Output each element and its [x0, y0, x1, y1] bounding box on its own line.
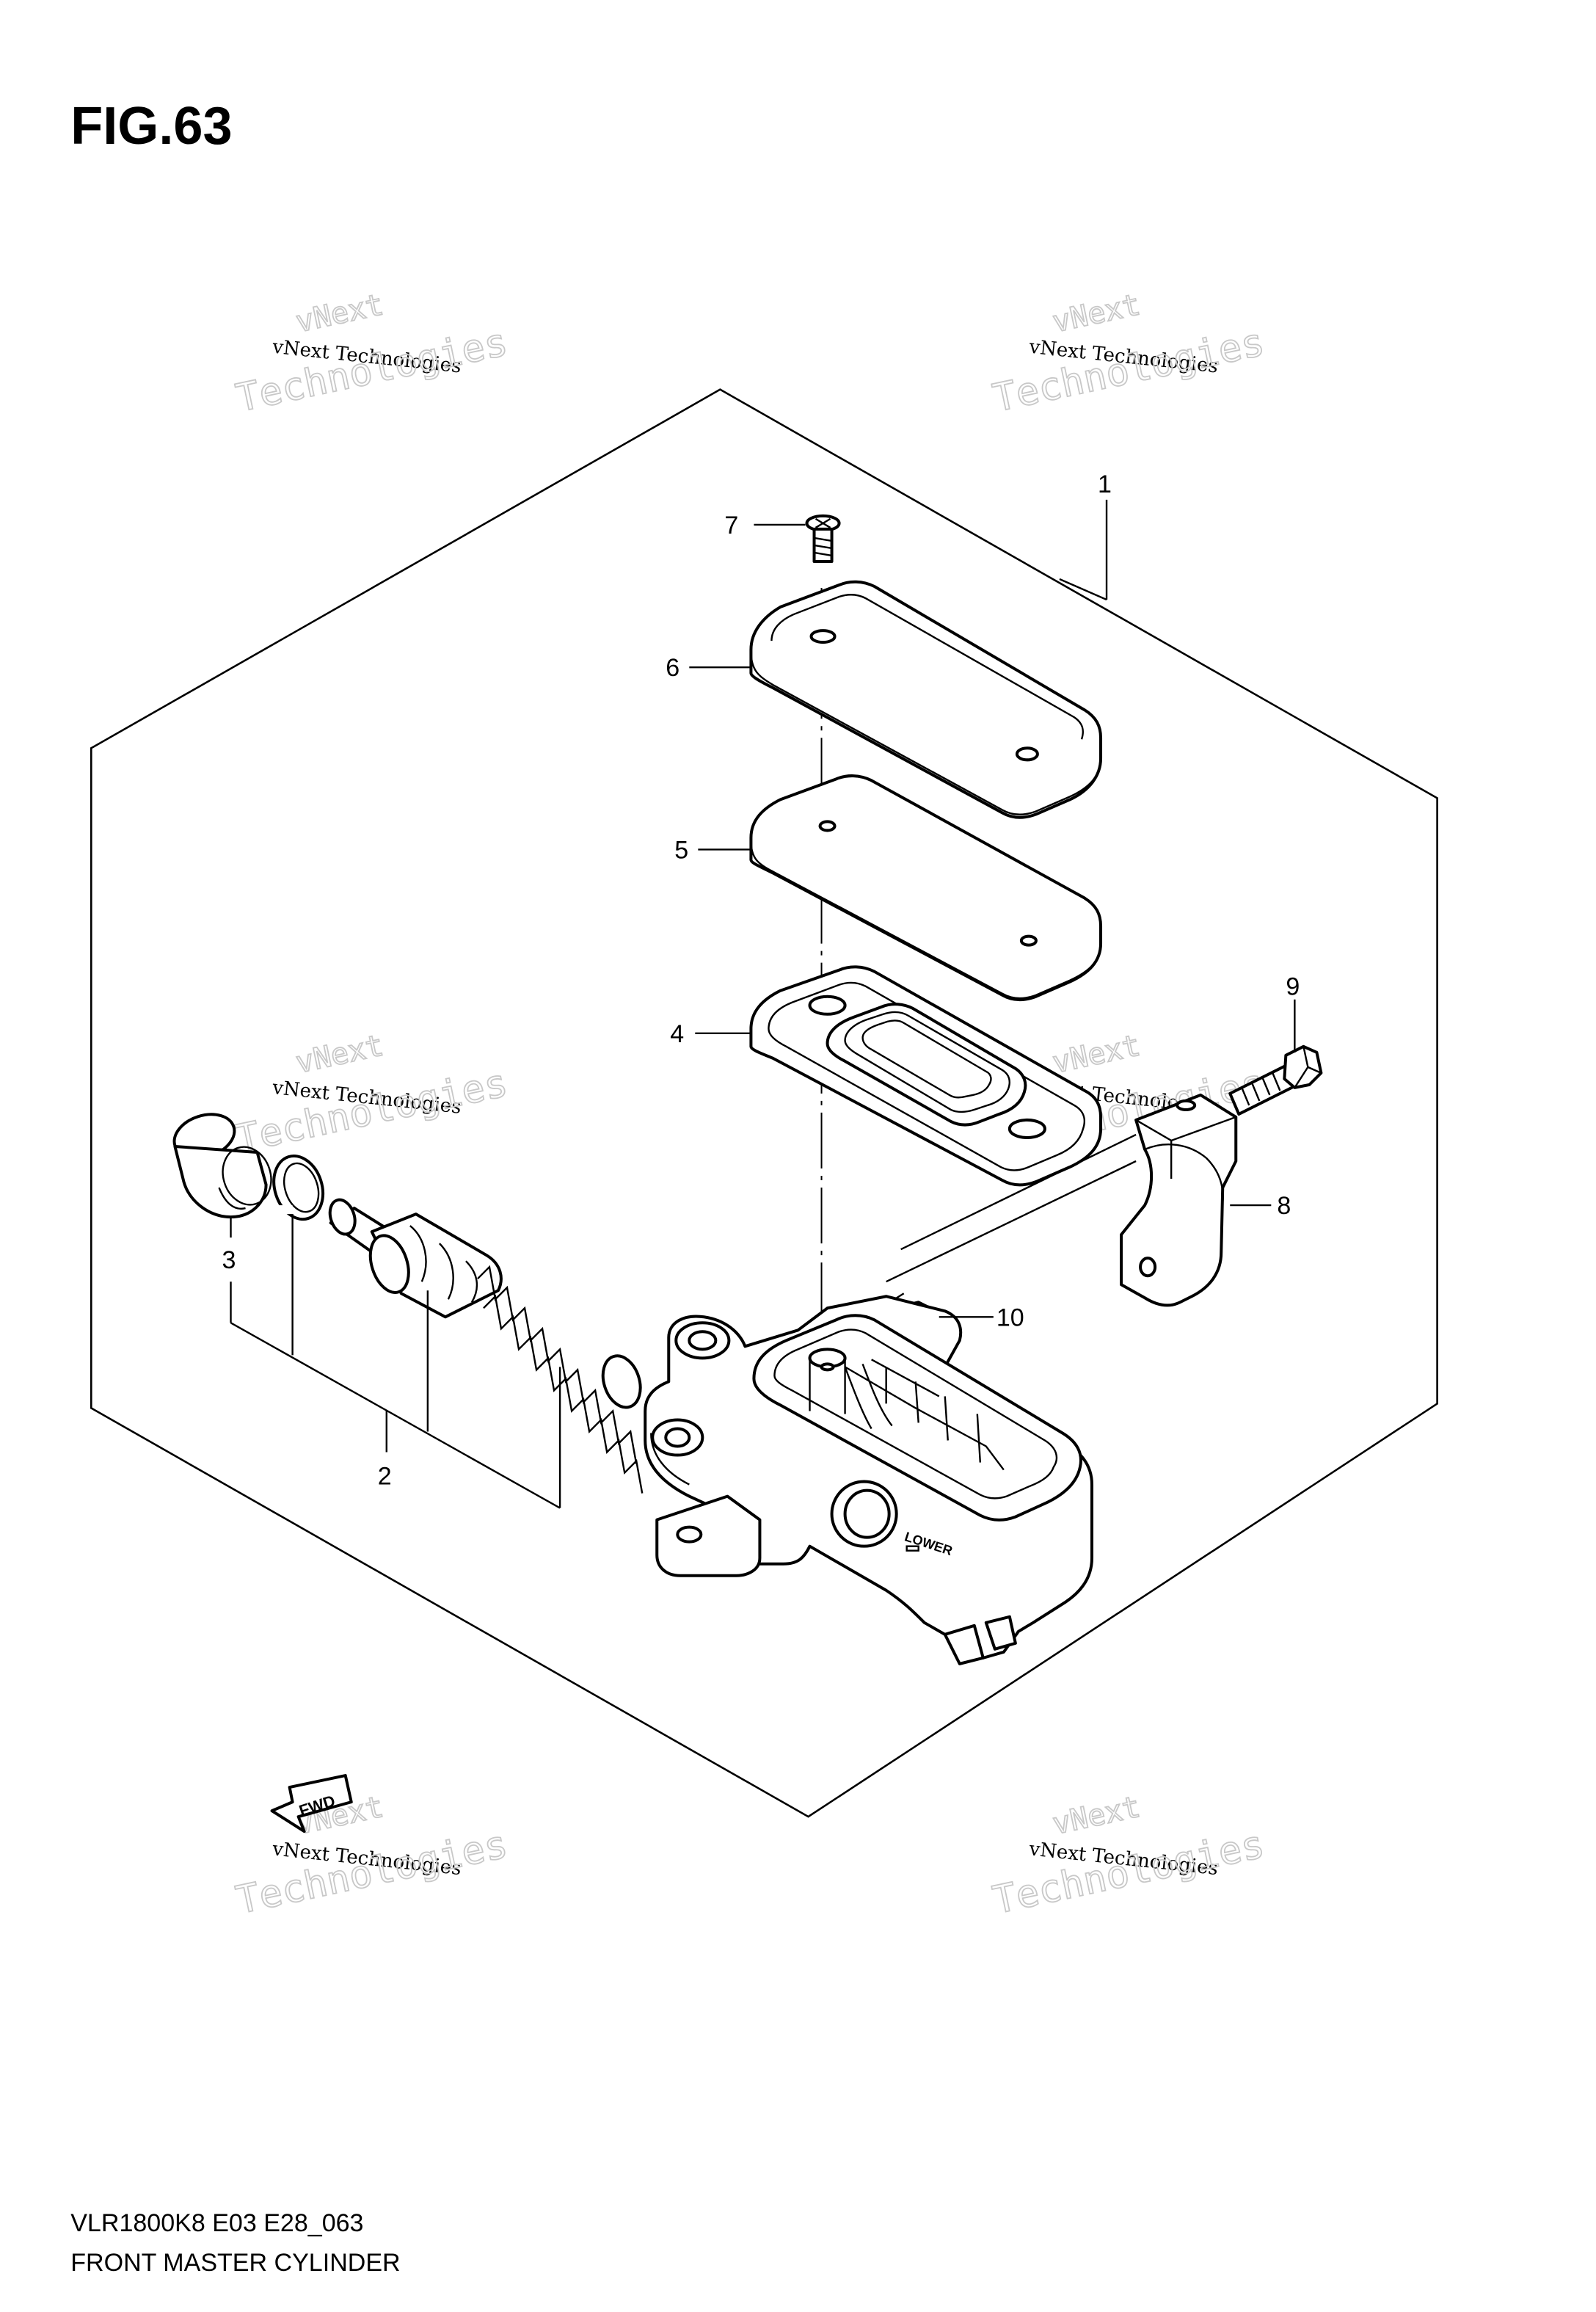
callout-leader-lines: [230, 499, 1296, 1509]
callout-6: 6: [666, 654, 679, 682]
page-background: [4, 0, 1592, 2312]
part-circlip: [272, 1154, 325, 1221]
part-clamp-holder: [1120, 1093, 1238, 1307]
part-diaphragm-plate: [749, 774, 1103, 1001]
callout-1: 1: [1098, 470, 1112, 498]
fwd-direction-arrow: FWD: [270, 1774, 353, 1833]
part-reservoir-cap: [749, 580, 1103, 819]
assembly-link-line: [886, 1160, 1137, 1283]
part-master-cylinder-body: LOWER: [644, 1295, 1094, 1665]
figure-caption: FRONT MASTER CYLINDER: [70, 2249, 400, 2277]
callout-4: 4: [670, 1020, 684, 1048]
callout-7: 7: [724, 512, 738, 539]
part-diaphragm: [749, 965, 1103, 1187]
callout-5: 5: [674, 836, 688, 864]
figure-title: FIG.63: [70, 97, 232, 156]
part-piston-assembly: [172, 1113, 644, 1494]
callout-10: 10: [996, 1304, 1024, 1331]
model-code-text: VLR1800K8 E03 E28_063: [70, 2209, 363, 2237]
part-spring: [477, 1265, 644, 1494]
callout-9: 9: [1286, 973, 1300, 1001]
part-screw: [805, 514, 841, 563]
callout-3: 3: [222, 1246, 236, 1274]
callout-2: 2: [378, 1463, 392, 1491]
assembly-link-line: [900, 1133, 1137, 1251]
part-bolt: [1228, 1044, 1323, 1116]
callout-8: 8: [1277, 1192, 1291, 1220]
assembly-outline-hexagon: [90, 388, 1438, 1818]
